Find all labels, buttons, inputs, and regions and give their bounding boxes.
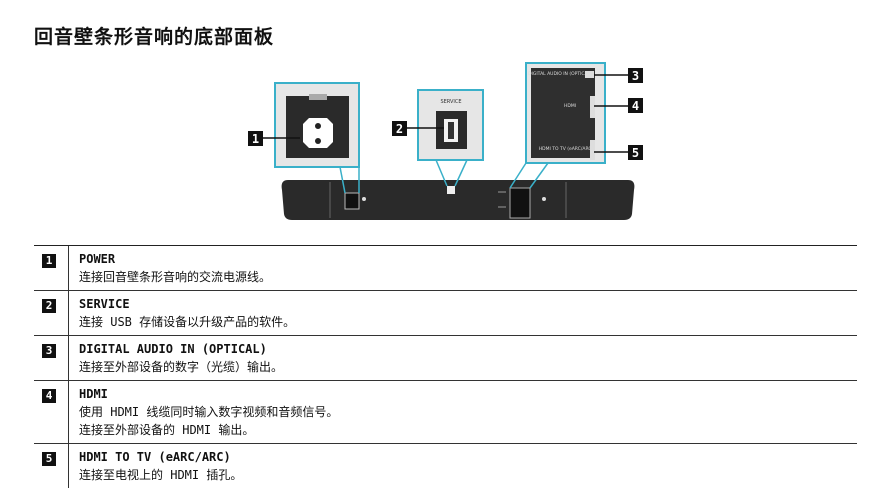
- power-port-notch: [309, 94, 327, 100]
- row-number-badge: 5: [42, 452, 56, 466]
- row-number-badge: 4: [42, 389, 56, 403]
- hdmi-jack-icon: [590, 96, 595, 118]
- page-title: 回音壁条形音响的底部面板: [34, 26, 275, 48]
- row-heading: HDMI TO TV (eARC/ARC): [79, 450, 231, 464]
- power-leader-line: [339, 166, 346, 194]
- jacks-leader-line: [529, 162, 549, 189]
- callout-4: 4: [628, 98, 643, 113]
- row-number-badge: 2: [42, 299, 56, 313]
- service-leader-line: [435, 159, 448, 187]
- port-description-table: 1 POWER 连接回音壁条形音响的交流电源线。 2 SERVICE 连接 US…: [34, 245, 857, 488]
- table-row: 5 HDMI TO TV (eARC/ARC) 连接至电视上的 HDMI 插孔。: [34, 443, 857, 488]
- optical-jack-icon: [585, 71, 594, 78]
- row-description: 连接至外部设备的数字（光缆）输出。: [79, 360, 284, 374]
- callout-3: 3: [628, 68, 643, 83]
- row-heading: SERVICE: [79, 297, 130, 311]
- row-heading: DIGITAL AUDIO IN (OPTICAL): [79, 342, 267, 356]
- row-description: 连接回音壁条形音响的交流电源线。: [79, 270, 272, 284]
- row-number-badge: 3: [42, 344, 56, 358]
- row-description: 连接至电视上的 HDMI 插孔。: [79, 468, 243, 482]
- jacks-leader-line: [509, 162, 527, 189]
- row-heading: HDMI: [79, 387, 108, 401]
- service-port-small: [447, 186, 455, 194]
- svg-text:1: 1: [252, 132, 259, 146]
- row-heading: POWER: [79, 252, 116, 266]
- row-description: 连接至外部设备的 HDMI 输出。: [79, 423, 255, 437]
- service-leader-line: [454, 159, 468, 187]
- table-row: 4 HDMI 使用 HDMI 线缆同时输入数字视频和音频信号。 连接至外部设备的…: [34, 380, 857, 443]
- screw-hole: [542, 197, 546, 201]
- jacks-panel: [531, 68, 595, 158]
- bottom-panel-diagram: SERVICE DIGITAL AUDIO IN (OPTICAL) HDMI …: [0, 0, 892, 240]
- table-row: 3 DIGITAL AUDIO IN (OPTICAL) 连接至外部设备的数字（…: [34, 335, 857, 380]
- jack-bay-small: [509, 187, 531, 219]
- screw-hole: [362, 197, 366, 201]
- svg-text:5: 5: [632, 146, 639, 160]
- svg-text:3: 3: [632, 69, 639, 83]
- row-description: 使用 HDMI 线缆同时输入数字视频和音频信号。: [79, 405, 339, 419]
- row-description: 连接 USB 存储设备以升级产品的软件。: [79, 315, 296, 329]
- callout-5: 5: [628, 145, 643, 160]
- callout-2: 2: [392, 121, 407, 136]
- table-row: 1 POWER 连接回音壁条形音响的交流电源线。: [34, 245, 857, 290]
- power-port-small: [344, 192, 360, 210]
- callout-1: 1: [248, 131, 263, 146]
- svg-text:2: 2: [396, 122, 403, 136]
- row-number-badge: 1: [42, 254, 56, 268]
- hdmi-jack-label: HDMI: [564, 103, 576, 109]
- digital-audio-label: DIGITAL AUDIO IN (OPTICAL): [528, 71, 592, 77]
- hdmi-tv-jack-label: HDMI TO TV (eARC/ARC): [539, 146, 594, 152]
- service-port-label: SERVICE: [440, 99, 461, 105]
- power-socket-icon: [303, 118, 333, 148]
- svg-text:4: 4: [632, 99, 639, 113]
- soundbar-body: [281, 180, 635, 220]
- table-row: 2 SERVICE 连接 USB 存储设备以升级产品的软件。: [34, 290, 857, 335]
- hdmi-tv-jack-icon: [590, 140, 595, 160]
- diagram-svg: SERVICE DIGITAL AUDIO IN (OPTICAL) HDMI …: [248, 62, 643, 220]
